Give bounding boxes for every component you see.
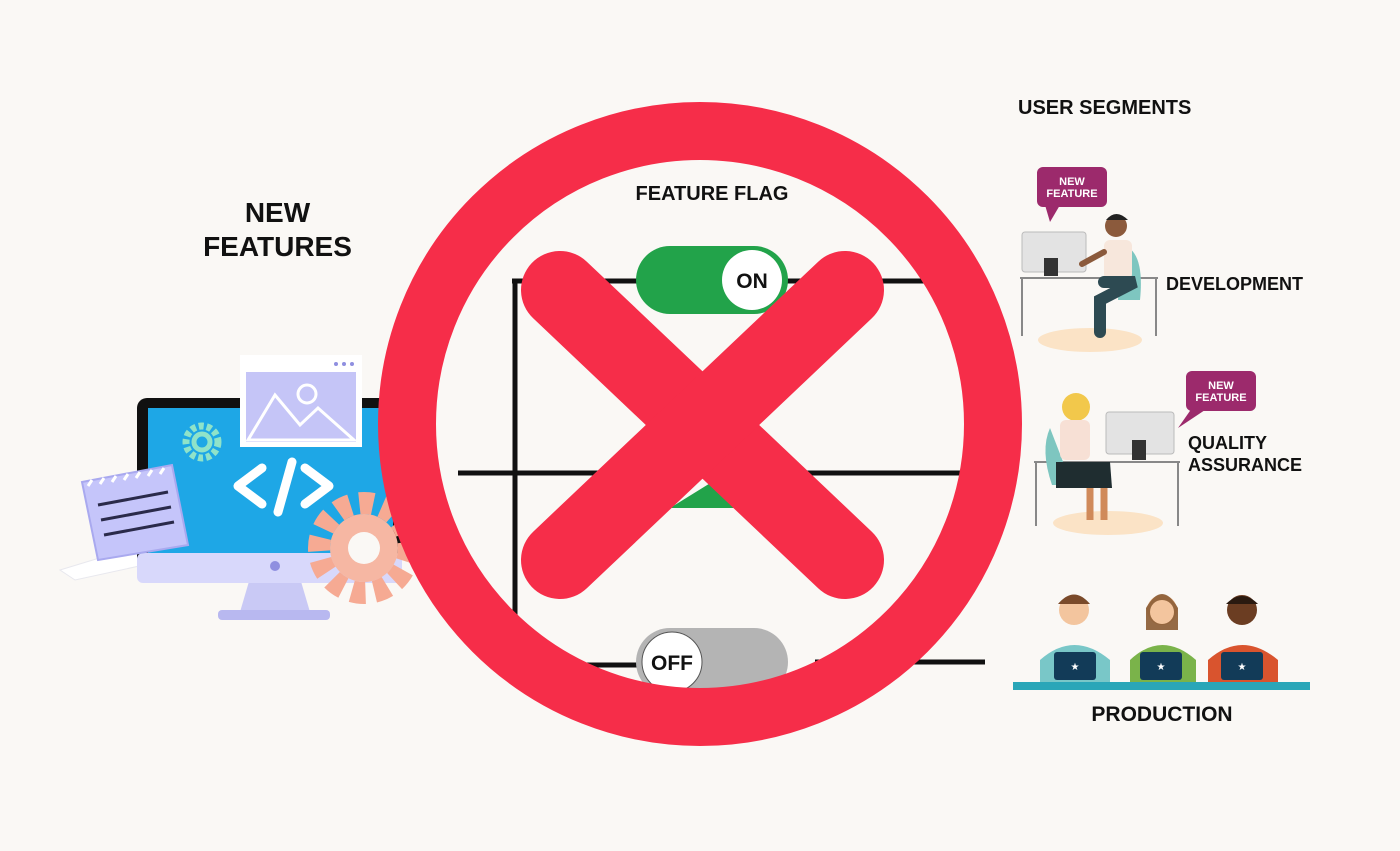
person-at-desk-icon — [1034, 393, 1180, 535]
speech-bubble-icon: NEW FEATURE — [1178, 371, 1256, 428]
svg-text:★: ★ — [1071, 662, 1080, 673]
person-with-laptop-icon: ★ — [1130, 594, 1196, 682]
segment-label-quality-assurance: QUALITY ASSURANCE — [1188, 433, 1303, 475]
gear-icon — [182, 422, 222, 462]
segment-label-production: PRODUCTION — [1091, 703, 1233, 726]
svg-text:NEW: NEW — [1208, 380, 1234, 392]
svg-text:FEATURE: FEATURE — [1195, 392, 1246, 404]
svg-text:★: ★ — [1238, 662, 1247, 673]
toggle-on-label: ON — [736, 270, 768, 293]
production-group: ★ ★ ★ — [1013, 594, 1310, 690]
feature-flag-title: FEATURE FLAG — [635, 183, 789, 205]
toggle-on[interactable]: ON — [636, 246, 788, 314]
image-placeholder-icon — [240, 355, 362, 447]
toggle-off[interactable]: OFF — [636, 628, 788, 696]
person-with-laptop-icon: ★ — [1040, 594, 1110, 682]
toggle-off-label: OFF — [651, 652, 693, 675]
svg-text:★: ★ — [1157, 662, 1166, 673]
new-features-title: NEW FEATURES — [203, 197, 352, 262]
toggle-middle — [670, 482, 740, 508]
person-at-desk-icon — [1020, 214, 1158, 352]
segment-label-development: DEVELOPMENT — [1166, 274, 1304, 294]
svg-text:FEATURE: FEATURE — [1046, 188, 1097, 200]
person-with-laptop-icon: ★ — [1208, 595, 1278, 682]
speech-bubble-icon: NEW FEATURE — [1037, 167, 1107, 222]
computer-code-icon — [58, 355, 420, 620]
notepad-icon — [80, 463, 190, 562]
user-segments-title: USER SEGMENTS — [1018, 97, 1192, 119]
svg-text:NEW: NEW — [1059, 176, 1085, 188]
prohibition-icon — [378, 102, 1022, 746]
